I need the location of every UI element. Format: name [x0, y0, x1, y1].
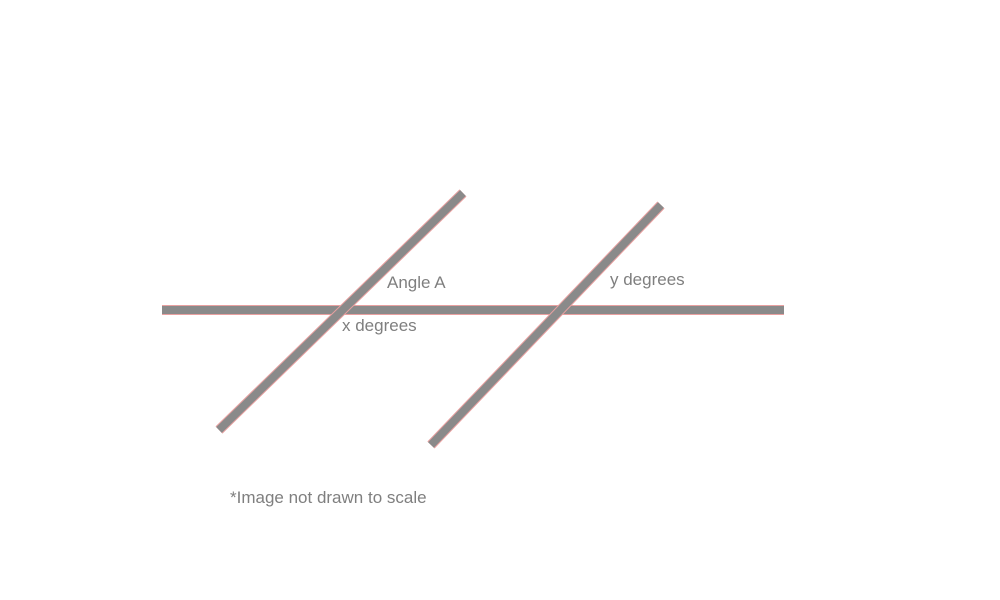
left-slanted-line	[215, 189, 467, 434]
not-to-scale-note: *Image not drawn to scale	[230, 488, 427, 507]
x-degrees-label: x degrees	[342, 316, 417, 335]
right-slanted-line	[427, 201, 665, 449]
y-degrees-label: y degrees	[610, 270, 685, 289]
angle-a-label: Angle A	[387, 273, 446, 292]
